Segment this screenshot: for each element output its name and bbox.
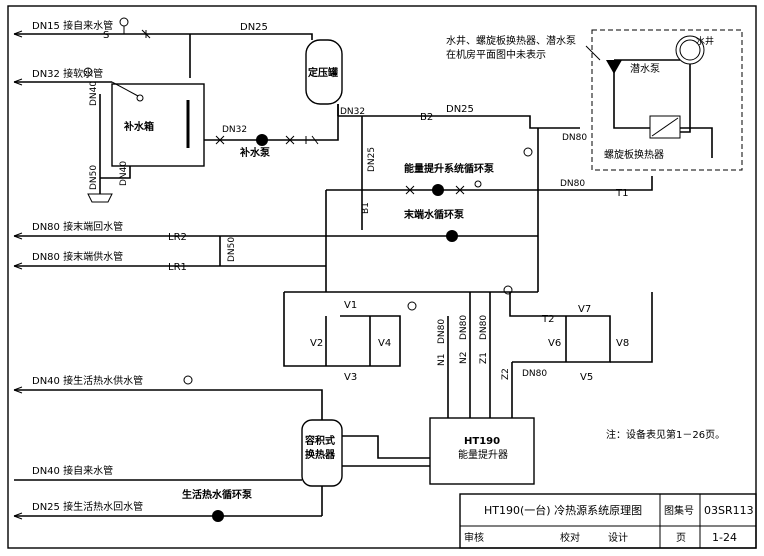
energy-pump-icon [432,184,444,196]
label-dn25-top: DN25 [240,22,268,33]
label-dn80-right2: DN80 [560,179,585,189]
label-dn80-c: DN80 [479,315,489,340]
label-sub-pump: 潜水泵 [630,62,660,75]
hot-pump-icon [212,510,224,522]
label-z2: Z2 [501,368,511,380]
makeup-tank [111,83,205,167]
title-block-atlas-label: 图集号 [664,504,694,517]
pressure-tank [305,39,343,105]
pipe-dn25-top [190,33,313,40]
label-n2: N2 [459,352,469,364]
label-dn40-hot: DN40 接生活热水供水管 [32,374,143,387]
pipes-n-z [447,292,513,418]
title-block-design: 设计 [608,531,628,544]
label-terminal-pump: 末端水循环泵 [404,208,465,221]
label-z1: Z1 [479,352,489,364]
label-dn32-soft: DN32 接软水管 [32,67,103,80]
label-hot-pump: 生活热水循环泵 [182,488,253,501]
label-dn25-hotret: DN25 接生活热水回水管 [32,500,143,513]
label-makeup-tank: 补水箱 [123,120,154,133]
label-well: 水井 [696,35,714,47]
label-dn80-supply: DN80 接末端供水管 [32,250,123,263]
pipe-hot-supply [14,389,323,420]
check-valve-icon [141,29,151,39]
label-dn80-d: DN80 [522,369,547,379]
label-makeup-pump: 补水泵 [239,146,271,159]
label-dn25-v: DN25 [367,147,377,172]
label-v3: V3 [344,372,357,383]
label-lr2: LR2 [168,232,187,243]
label-lr1: LR1 [168,262,187,273]
label-dn40-v2: DN40 [119,161,129,186]
pipe-b2 [338,115,580,129]
float-valve-icon [136,94,144,102]
label-note: 注：设备表见第1－26页。 [606,428,725,441]
label-dn40-v: DN40 [89,81,99,106]
label-s: S [103,30,109,41]
label-dn15-tap: DN15 接自来水管 [32,19,113,32]
label-b1: B1 [361,202,371,214]
label-dn80-a: DN80 [437,319,447,344]
makeup-pump-icon [256,134,268,146]
label-t2: T2 [541,314,554,325]
label-n1: N1 [437,354,447,366]
label-spiral-hx: 螺旋板换热器 [604,148,664,161]
label-dn32-b: DN32 [340,107,365,117]
label-ht190-sub: 能量提升器 [458,448,508,461]
label-v2: V2 [310,338,323,349]
title-block-check: 校对 [560,531,580,544]
title-block-review: 审核 [464,531,484,544]
spiral-hx-icon [649,115,681,139]
label-t1: T1 [615,188,628,199]
label-pressure-tank: 定压罐 [308,66,338,79]
ht190-unit [429,417,535,485]
title-block-title: HT190(一台) 冷热源系统原理图 [484,503,642,517]
label-volumetric-hx: 容积式 [304,434,335,447]
title-block-page-no: 1-24 [712,531,737,544]
label-v7: V7 [578,304,591,315]
label-dn80-return: DN80 接末端回水管 [32,220,123,233]
label-v6: V6 [548,338,561,349]
label-v5: V5 [580,372,593,383]
drawing-frame [7,5,757,549]
label-v1: V1 [344,300,357,311]
well-area-box [591,29,743,171]
label-dn80-b: DN80 [459,315,469,340]
label-dn50-v: DN50 [89,165,99,190]
label-energy-pump: 能量提升系统循环泵 [404,162,495,175]
label-ht190: HT190 [464,436,500,447]
drain-icon [87,193,113,203]
title-block [459,493,757,549]
label-dn50-mid: DN50 [227,237,237,262]
label-v4: V4 [378,338,391,349]
label-well-note2: 在机房平面图中未表示 [446,48,546,61]
title-block-page-label: 页 [676,532,686,544]
label-dn40-tap: DN40 接自来水管 [32,464,113,477]
submersible-pump-icon [606,60,622,74]
label-b2: B2 [420,112,433,123]
title-block-atlas-no: 03SR113 [704,504,754,517]
label-dn80-right1: DN80 [562,133,587,143]
label-volumetric-hx2: 换热器 [305,448,336,461]
label-dn32-pump: DN32 [222,125,247,135]
label-v8: V8 [616,338,629,349]
label-well-note1: 水井、螺旋板换热器、潜水泵 [446,34,576,47]
terminal-pump-icon [446,230,458,242]
gauge-icon [119,17,129,27]
label-dn25-b2: DN25 [446,104,474,115]
